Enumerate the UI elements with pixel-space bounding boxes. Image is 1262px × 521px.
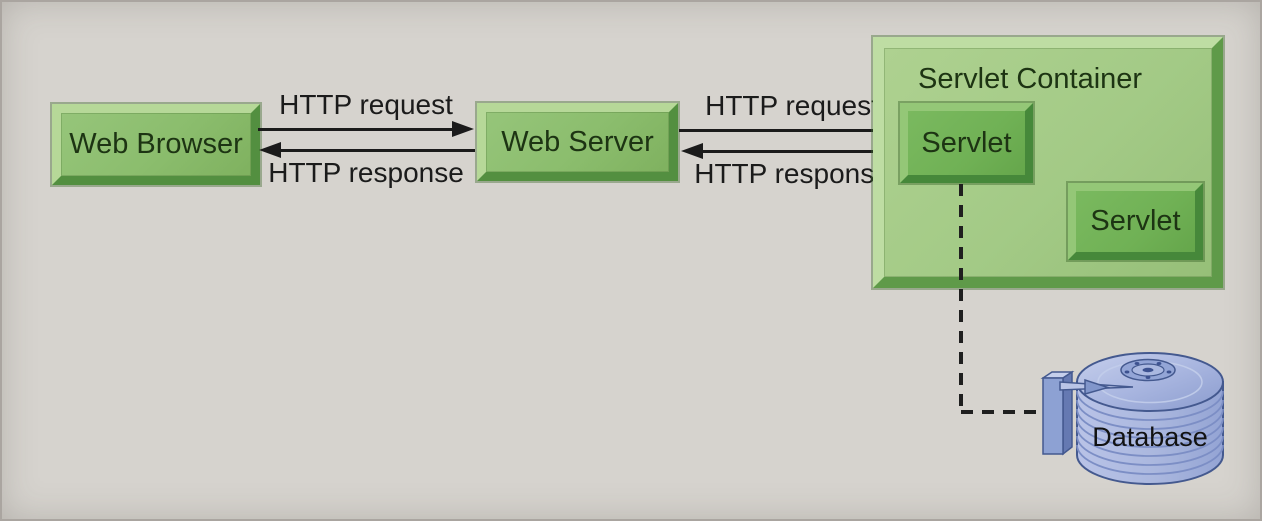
arrow-response-1-line bbox=[281, 149, 475, 152]
web-browser-label: Web Browser bbox=[69, 128, 243, 160]
node-servlet-1: Servlet bbox=[900, 103, 1033, 183]
arrow-response-2-line bbox=[703, 150, 900, 153]
servlet-container-label: Servlet Container bbox=[918, 63, 1143, 95]
node-servlet-2: Servlet bbox=[1068, 183, 1203, 260]
database-icon: Database bbox=[1040, 352, 1224, 485]
web-server-label: Web Server bbox=[501, 125, 654, 158]
servlet-2-label: Servlet bbox=[1090, 205, 1181, 237]
edge-label-http-response-2: HTTP response bbox=[694, 158, 890, 189]
database-label: Database bbox=[1092, 422, 1208, 452]
edge-label-http-request-2: HTTP request bbox=[705, 90, 879, 121]
servlet-1-label: Servlet bbox=[921, 126, 1012, 159]
node-web-browser: Web Browser bbox=[52, 104, 260, 185]
edge-label-http-response-1: HTTP response bbox=[268, 157, 464, 188]
edge-label-http-request-1: HTTP request bbox=[279, 89, 453, 120]
arrow-response-1-left-arrowhead-icon bbox=[259, 142, 281, 158]
node-servlet-container: Servlet Container Servlet Servlet bbox=[873, 37, 1223, 288]
arrow-response-2-left-arrowhead-icon bbox=[681, 143, 703, 159]
arrow-request-2-line bbox=[679, 129, 885, 132]
arrow-request-1-line bbox=[258, 128, 454, 131]
node-web-server: Web Server bbox=[477, 103, 678, 181]
dashed-connector-horizontal bbox=[961, 410, 1045, 414]
dashed-connector-vertical bbox=[959, 184, 963, 412]
arrow-request-1-right-arrowhead-icon bbox=[452, 121, 474, 137]
